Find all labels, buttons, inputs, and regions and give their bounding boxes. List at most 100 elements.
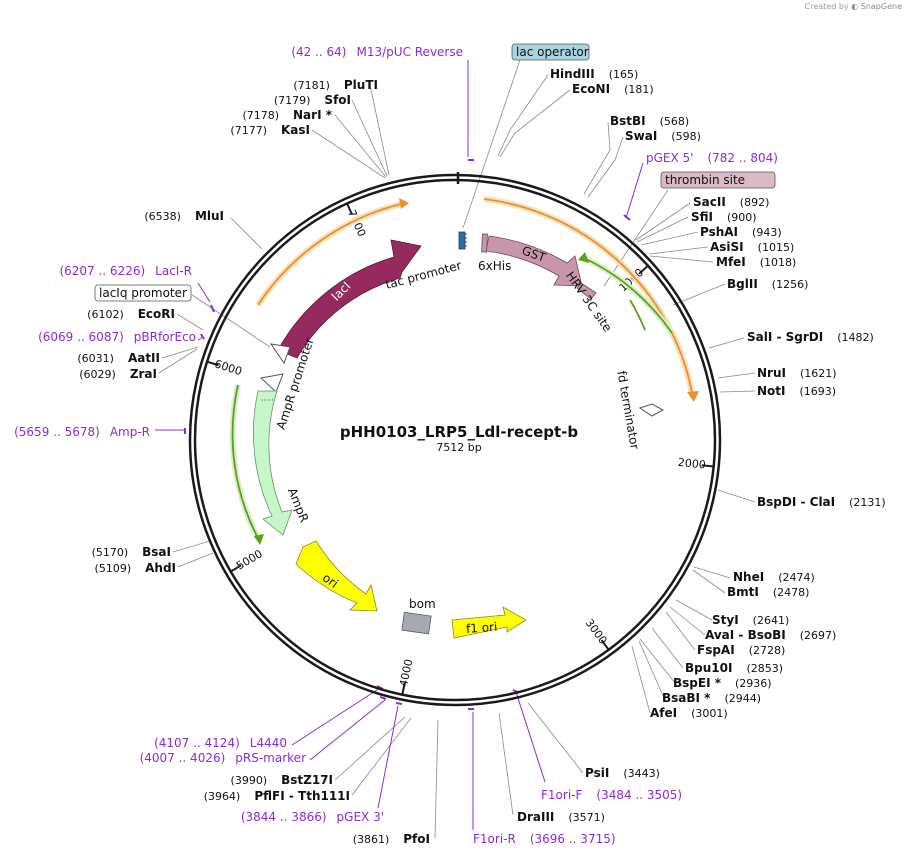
arc-orange-left-line [257, 202, 406, 306]
leader-noti [719, 390, 756, 393]
leader-sfii [636, 216, 689, 243]
backbone-inner [193, 178, 717, 702]
site-label: PsiI(3443) [585, 766, 660, 780]
feature-ampr-dots: ····· [261, 396, 274, 405]
leader-lines [158, 59, 756, 839]
site-label: BstBI(568) [610, 114, 689, 128]
leader-afei [631, 645, 651, 714]
site-label: BglII(1256) [727, 277, 808, 291]
primer-leader-f1ori-f [515, 691, 546, 783]
primer-leader-l4440 [291, 687, 381, 746]
site-label: SfiI(900) [691, 210, 757, 224]
site-label: NheI(2474) [733, 570, 815, 584]
tick-label: 3000 [583, 617, 610, 647]
snapgene-icon: ◐ [851, 2, 859, 11]
leader-econi [499, 89, 571, 158]
primer-leader-laci [197, 282, 211, 303]
feature-6xhis-block [481, 233, 488, 253]
leader-thrombin [603, 189, 669, 287]
tick-label: 4000 [397, 658, 415, 688]
site-label: (5109)AhdI [95, 561, 176, 575]
primer-label: (3844 .. 3866)pGEX 3' [241, 810, 384, 824]
leader-sfoi [351, 99, 388, 177]
arc-green-right-2 [629, 299, 646, 331]
primer-mark-pgex5 [623, 214, 631, 221]
leader-bstbi [583, 121, 611, 195]
lac-operator-box: lac operator [511, 43, 590, 61]
site-label: (7177)KasI [230, 123, 310, 137]
plasmid-length: 7512 bp [436, 441, 481, 454]
leader-sali [708, 337, 745, 349]
tick-mark [600, 639, 610, 651]
site-label: SalI - SgrDI(1482) [747, 330, 874, 344]
site-label: (6538)MluI [144, 209, 224, 223]
site-label: SwaI(598) [625, 129, 701, 143]
leader-styi [675, 599, 713, 621]
leader-ecori [176, 313, 204, 331]
leader-laciq [191, 294, 271, 348]
leader-zrai [158, 348, 198, 374]
site-labels: HindIII(165) EcoNI(181) BstBI(568) SwaI(… [77, 67, 885, 846]
site-label: StyI(2641) [712, 613, 789, 627]
site-label: HindIII(165) [550, 67, 638, 81]
site-label: (7178)NarI * [242, 108, 332, 122]
primer-label: pGEX 5'(782 .. 804) [646, 151, 778, 165]
tick-mark [401, 682, 406, 695]
primer-label: (42 .. 64)M13/pUC Reverse [291, 45, 463, 59]
arc-green-left-head [254, 534, 264, 545]
site-label: NotI(1693) [757, 384, 836, 398]
leader-pshai [640, 231, 699, 246]
leader-bstz17i [334, 716, 406, 781]
leader-bspei [639, 638, 676, 684]
site-label: NruI(1621) [757, 366, 837, 380]
primer-labels: (42 .. 64)M13/pUC Reverse pGEX 5'(782 ..… [14, 45, 778, 846]
arc-orange-left-head [399, 198, 409, 209]
plasmid-title: pHH0103_LRP5_Ldl-recept-b [340, 423, 579, 441]
feature-ampr-arrow [253, 390, 293, 536]
laciq-promoter-box: lacIq promoter [94, 284, 192, 302]
primer-label: (5659 .. 5678)Amp-R [14, 425, 150, 439]
credit-brand: SnapGene [860, 2, 902, 11]
feature-bom-block [401, 611, 432, 635]
leader-mfei [649, 255, 714, 263]
backbone-outer [188, 173, 722, 707]
leader-pfoi [434, 719, 439, 839]
primer-leader-prs [309, 699, 386, 761]
primer-label: (6207 .. 6226)LacI-R [59, 264, 192, 278]
feature-hrv3c-label: HRV 3C site [563, 269, 615, 335]
leader-psii [527, 702, 584, 774]
site-label: BsaBI *(2944) [662, 691, 761, 705]
feature-ori-arrow [295, 540, 378, 612]
arc-green-left-line [231, 384, 260, 541]
site-label: (6031)AatII [77, 351, 160, 365]
leader-aatii [161, 346, 199, 359]
site-label: AvaI - BsoBI(2697) [705, 628, 836, 642]
credit-prefix: Created by [804, 2, 849, 11]
leader-swai [587, 136, 624, 198]
leader-lac-operator [462, 59, 521, 229]
site-label: MfeI(1018) [716, 255, 796, 269]
site-label: (6102)EcoRI [87, 307, 175, 321]
feature-hrv3c-block [576, 282, 597, 300]
feature-6xhis-label: 6xHis [478, 259, 511, 273]
primer-leader-pgex5 [625, 162, 644, 219]
tick-label: 2000 [677, 456, 706, 472]
feature-tac-stripes [464, 233, 467, 247]
tick-mark [230, 564, 242, 573]
tick-mark [701, 464, 714, 468]
site-label: BspEI *(2936) [673, 676, 772, 690]
leader-nari [334, 114, 387, 178]
credit-watermark: Created by ◐ SnapGene [805, 2, 902, 11]
site-label: (5170)BsaI [92, 545, 171, 559]
tick-label: 5000 [234, 547, 265, 572]
site-label: (3990)BstZ17I [231, 773, 333, 787]
primer-marks [184, 159, 631, 710]
thrombin-site-box: thrombin site [660, 171, 776, 189]
laciq-promoter-label: lacIq promoter [99, 286, 187, 300]
feature-gst-arrow [485, 235, 583, 287]
leader-avai [669, 606, 706, 636]
leader-pflfi [351, 717, 412, 796]
leader-asisi [648, 246, 709, 255]
primer-label: (4007 .. 4026)pRS-marker [140, 751, 306, 765]
tick-mark [346, 203, 353, 215]
